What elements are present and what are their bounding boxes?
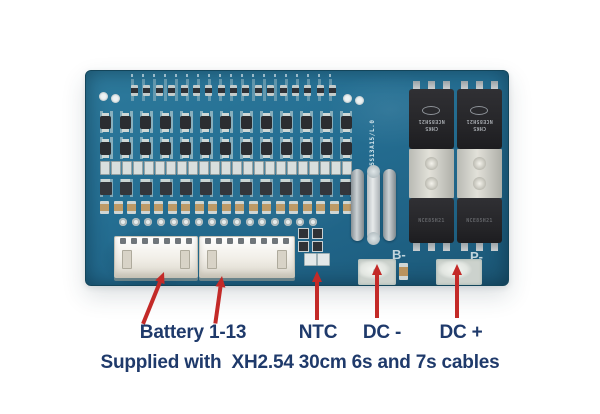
tab-dimple <box>473 177 486 191</box>
silkscreen-marks <box>131 74 336 77</box>
shunt-link <box>367 165 380 245</box>
nce-logo <box>422 106 441 116</box>
bms-pcb: HM-8845S13A15/L.0 CHK5 NCE85H21 <box>85 70 509 286</box>
mosfet-leads <box>409 81 454 89</box>
mosfet-leads <box>457 81 502 89</box>
ntc-pad <box>317 253 330 266</box>
arrow-line <box>213 286 223 324</box>
mosfet-tab <box>409 149 454 198</box>
connector-latch-slot <box>180 250 190 269</box>
b-minus-silkscreen: B- <box>392 247 406 262</box>
nce-logo <box>470 106 489 116</box>
arrow-head-icon <box>452 264 462 275</box>
mosfet-top: CHK5 NCE85H21 <box>457 89 502 149</box>
xh-connector-7pin <box>114 236 198 278</box>
through-hole-pad-row <box>119 217 317 227</box>
mosfet-marking: NCE85H21 <box>466 217 493 224</box>
arrow-head-icon <box>215 275 227 288</box>
mosfet-tab <box>457 149 502 198</box>
label-battery: Battery 1-13 <box>139 322 247 343</box>
arrow-head-icon <box>372 264 382 275</box>
transistor-row-2 <box>100 137 352 159</box>
mosfet-marking: CHK5 NCE85H21 <box>409 89 454 149</box>
connector-pin-slots <box>205 238 289 244</box>
arrow-line <box>455 275 459 318</box>
tab-dimple <box>425 156 438 170</box>
mosfet-leads <box>409 243 454 251</box>
caption-text: Supplied with XH2.54 30cm 6s and 7s cabl… <box>100 352 500 373</box>
mount-hole <box>111 94 120 103</box>
silkscreen-pad <box>312 241 323 252</box>
connector-latch-slot <box>277 250 287 269</box>
mount-hole <box>343 94 352 103</box>
silkscreen-pad <box>298 241 309 252</box>
arrow-line <box>315 282 319 320</box>
arrow-line <box>375 275 379 318</box>
callout-arrow-ntc <box>312 271 322 320</box>
mosfet-bottom: NCE85H21 <box>409 198 454 243</box>
mosfet-top: CHK5 NCE85H21 <box>409 89 454 149</box>
mosfet-marking: NCE85H21 <box>418 217 445 224</box>
label-ntc: NTC <box>298 322 338 343</box>
tab-dimple <box>425 177 438 191</box>
silkscreen-pad <box>312 228 323 239</box>
resistor-row <box>100 160 352 175</box>
transistor-row-1 <box>100 111 352 133</box>
mosfet-bottom: NCE85H21 <box>457 198 502 243</box>
silkscreen-pad <box>298 228 309 239</box>
mosfet-column: CHK5 NCE85H21 NCE85H21 <box>457 81 502 253</box>
mosfet-leads <box>457 243 502 251</box>
smd-component <box>399 263 408 280</box>
mosfet-column: CHK5 NCE85H21 NCE85H21 <box>409 81 454 253</box>
shunt-link <box>351 169 364 241</box>
xh-connector-8pin <box>199 236 295 278</box>
connector-pin-slots <box>120 238 192 244</box>
connector-latch-slot <box>207 250 217 269</box>
smd-resistor-row <box>131 79 336 101</box>
mount-hole <box>99 92 108 101</box>
arrow-line <box>141 281 162 325</box>
tab-dimple <box>473 156 486 170</box>
arrow-head-icon <box>312 271 322 282</box>
mosfet-marking: CHK5 NCE85H21 <box>457 89 502 149</box>
ic-row <box>100 178 352 197</box>
shunt-link <box>383 169 396 241</box>
label-dc-plus: DC + <box>439 322 483 343</box>
mount-hole <box>355 96 364 105</box>
capacitor-row <box>100 200 352 214</box>
callout-arrow-dc-plus <box>452 264 462 318</box>
ntc-pad <box>304 253 317 266</box>
connector-latch-slot <box>122 250 132 269</box>
label-dc-minus: DC - <box>362 322 402 343</box>
callout-arrow-dc-minus <box>372 264 382 318</box>
